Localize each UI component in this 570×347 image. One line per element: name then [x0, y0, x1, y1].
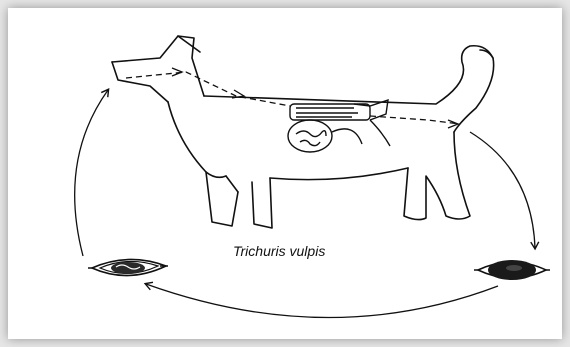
intestine-icon — [288, 100, 390, 152]
arrowhead-icon — [448, 120, 458, 128]
egg-icon — [88, 259, 168, 275]
egg-icon — [474, 260, 550, 280]
infection-route-arrow — [126, 72, 460, 124]
cycle-arrow-bottom — [146, 284, 498, 318]
cycle-arrow-left-up — [75, 90, 108, 256]
cycle-arrow-to-right-egg — [470, 132, 535, 248]
figure-caption: Trichuris vulpis — [233, 243, 325, 259]
dog-silhouette-icon — [112, 36, 494, 228]
arrowhead-icon — [172, 68, 182, 76]
